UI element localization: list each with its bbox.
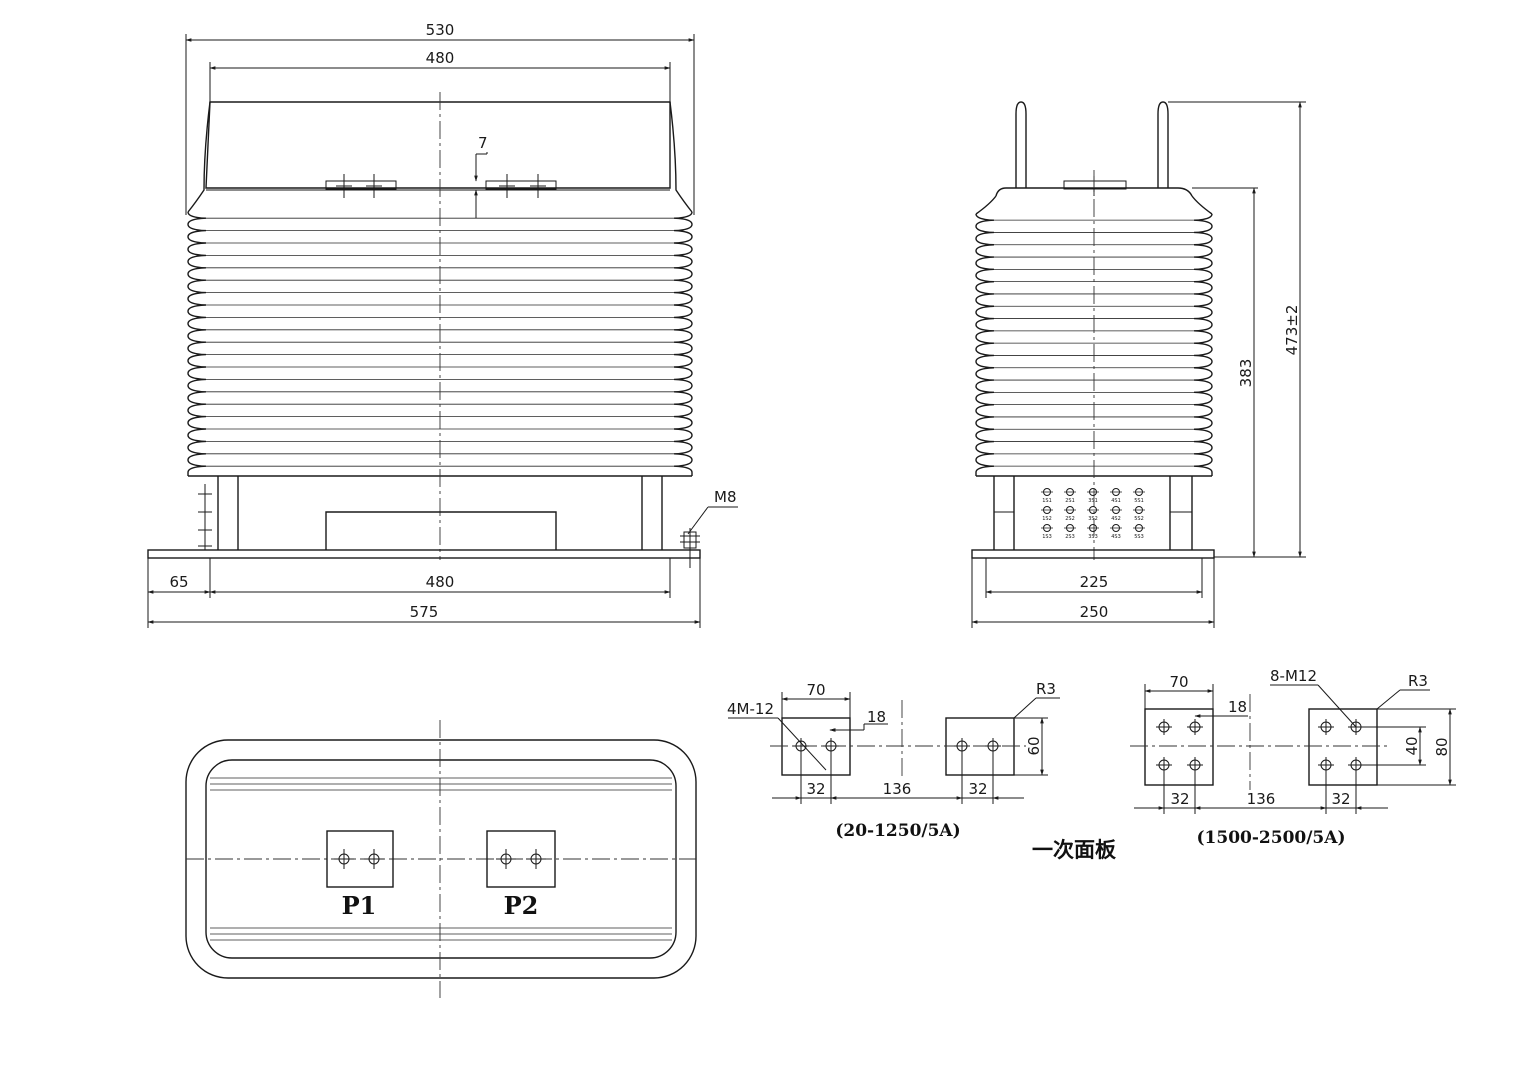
large-dim-holes: 8-M12 <box>1270 667 1317 685</box>
body-right-profile <box>673 211 693 476</box>
secondary-terminal-label: 5S3 <box>1134 534 1144 540</box>
large-dim-32-right: 32 <box>1331 790 1350 808</box>
secondary-terminal-label: 3S1 <box>1088 498 1098 504</box>
secondary-terminal-label: 1S1 <box>1042 498 1052 504</box>
dim-480-top: 480 <box>426 49 455 67</box>
body-left-profile <box>975 213 995 476</box>
secondary-terminal-label: 4S3 <box>1111 534 1121 540</box>
dim-m8: M8 <box>714 488 737 506</box>
secondary-terminal-label: 1S3 <box>1042 534 1052 540</box>
large-dim-80: 80 <box>1433 737 1451 756</box>
body-right-profile <box>1193 213 1213 476</box>
dim-480-base: 480 <box>426 573 455 591</box>
secondary-terminal-block: 1S1 1S2 1S3 2S1 2S2 2S3 3S1 3S2 3S3 4S1 4S2 4S3 5S1 5… <box>1041 488 1145 540</box>
secondary-terminal-label: 4S2 <box>1111 516 1121 522</box>
secondary-terminal-label: 4S1 <box>1111 498 1121 504</box>
large-dim-70: 70 <box>1169 673 1188 691</box>
secondary-terminal-label: 3S2 <box>1088 516 1098 522</box>
front-view: 530 480 7 M8 65 480 575 <box>147 21 738 628</box>
terminal-p1-label: P1 <box>342 891 377 920</box>
primary-panel-large: 70 18 8-M12 R3 40 80 32 136 <box>1130 667 1456 848</box>
large-panel-caption: (1500-2500/5A) <box>1197 828 1346 848</box>
secondary-terminal-label: 2S2 <box>1065 516 1075 522</box>
large-dim-32-left: 32 <box>1170 790 1189 808</box>
secondary-terminal-label: 2S1 <box>1065 498 1075 504</box>
small-panel-caption: (20-1250/5A) <box>835 821 960 841</box>
side-view: 1S1 1S2 1S3 2S1 2S2 2S3 3S1 3S2 3S3 4S1 4S2 4S3 5S1 5… <box>971 101 1306 628</box>
secondary-terminal-label: 5S1 <box>1134 498 1144 504</box>
top-view: P1 P2 <box>185 720 697 998</box>
dim-65: 65 <box>169 573 188 591</box>
dim-530: 530 <box>426 21 455 39</box>
terminal-p2-label: P2 <box>504 891 539 920</box>
secondary-terminal-label: 2S3 <box>1065 534 1075 540</box>
small-dim-r3: R3 <box>1036 680 1056 698</box>
small-dim-136: 136 <box>883 780 912 798</box>
dim-225: 225 <box>1080 573 1109 591</box>
dim-473: 473±2 <box>1283 305 1301 356</box>
small-dim-18: 18 <box>867 708 886 726</box>
primary-panel-title: 一次面板 <box>1032 837 1117 862</box>
large-dim-r3: R3 <box>1408 672 1428 690</box>
small-dim-70: 70 <box>806 681 825 699</box>
dim-250: 250 <box>1080 603 1109 621</box>
dim-575: 575 <box>410 603 439 621</box>
small-dim-32-right: 32 <box>968 780 987 798</box>
small-dim-holes: 4M-12 <box>727 700 774 718</box>
small-dim-32-left: 32 <box>806 780 825 798</box>
body-left-profile <box>187 211 207 476</box>
dim-7: 7 <box>478 134 488 152</box>
secondary-terminal-label: 3S3 <box>1088 534 1098 540</box>
secondary-terminal-label: 1S2 <box>1042 516 1052 522</box>
large-dim-40: 40 <box>1403 736 1421 755</box>
dim-383: 383 <box>1237 359 1255 388</box>
large-dim-136: 136 <box>1247 790 1276 808</box>
primary-panel-small: 70 4M-12 18 R3 60 32 136 32 (20-1250/5A) <box>727 680 1060 841</box>
large-dim-18: 18 <box>1228 698 1247 716</box>
small-dim-60: 60 <box>1025 736 1043 755</box>
secondary-terminal-label: 5S2 <box>1134 516 1144 522</box>
